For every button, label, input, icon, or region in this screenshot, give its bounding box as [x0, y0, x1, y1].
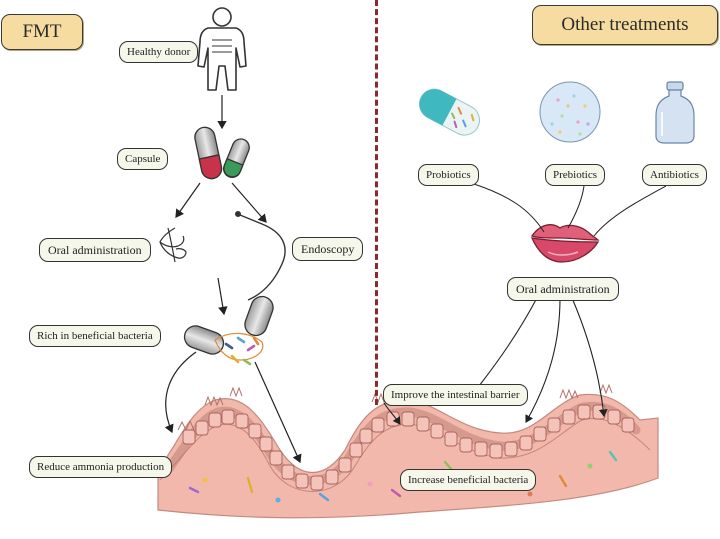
antibiotic-bottle-icon: [655, 81, 695, 144]
open-capsule-icon: [183, 295, 274, 366]
arrow-bacteria-to-ammonia: [164, 351, 197, 434]
fmt-title: FMT: [1, 14, 83, 50]
label-improve-intestinal-barrier: Improve the intestinal barrier: [383, 384, 528, 406]
label-probiotics: Probiotics: [418, 164, 479, 186]
arrow-capsule-to-endoscopy: [231, 182, 267, 223]
person-icon: [197, 7, 247, 91]
lips-icon: [159, 227, 187, 263]
endoscope-icon: [234, 210, 286, 301]
label-increase-beneficial-bacteria: Increase beneficial bacteria: [400, 469, 537, 491]
label-rich-in-beneficial-bacteria: Rich in beneficial bacteria: [29, 325, 161, 347]
arrow-oral-to-mid-intestine: [525, 297, 561, 423]
arrow-barrier-to-intestine: [383, 402, 401, 425]
label-reduce-ammonia-production: Reduce ammonia production: [29, 456, 173, 478]
label-endoscopy: Endoscopy: [292, 237, 364, 261]
arrow-oral-to-capsule: [217, 277, 228, 316]
label-oral-administration-left: Oral administration: [39, 238, 151, 262]
arrow-bacteria-to-intestine: [254, 361, 302, 464]
label-oral-administration-right: Oral administration: [507, 277, 619, 301]
label-antibiotics: Antibiotics: [642, 164, 707, 186]
line-antibiotics-to-mouth: [593, 185, 667, 237]
label-healthy-donor: Healthy donor: [119, 41, 199, 63]
arrow-capsule-to-oral: [175, 182, 201, 218]
arrow-oral-to-right-intestine: [571, 297, 608, 418]
other-treatments-title: Other treatments: [532, 5, 718, 45]
lips-icon: [530, 224, 600, 263]
probiotic-capsule-icon: [418, 88, 480, 136]
label-capsule: Capsule: [117, 148, 169, 170]
label-prebiotics: Prebiotics: [545, 164, 605, 186]
section-divider: [375, 0, 378, 405]
line-prebiotics-to-mouth: [567, 185, 585, 229]
capsule-icon: [194, 126, 250, 180]
line-probiotics-to-mouth: [473, 183, 545, 233]
prebiotic-sphere-icon: [539, 81, 601, 143]
